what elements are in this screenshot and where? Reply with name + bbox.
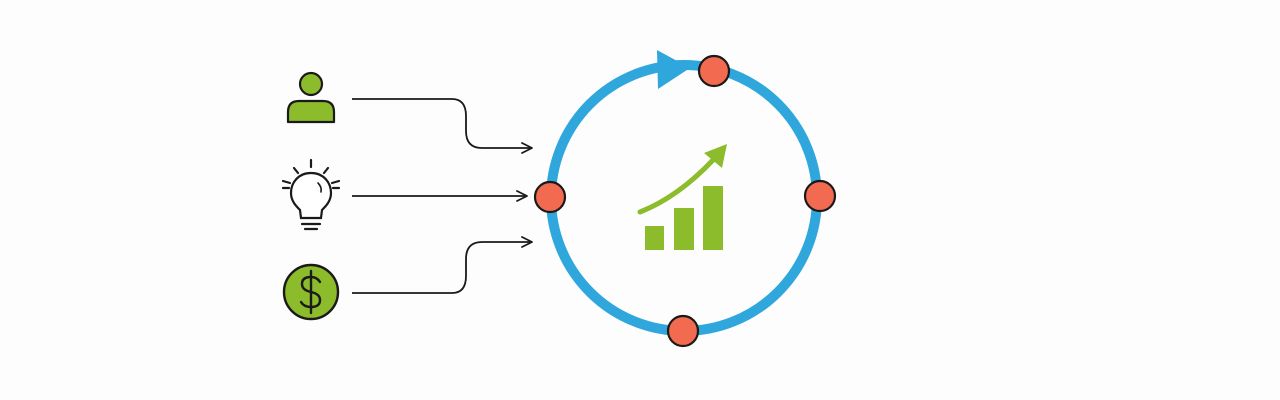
connector-arrow-money (352, 236, 533, 294)
lightbulb-icon (281, 158, 341, 231)
cycle-ring (546, 60, 822, 336)
cycle-node-top (697, 54, 731, 88)
connector-arrow-person (352, 98, 533, 154)
cycle-node-right (803, 179, 837, 213)
person-icon (286, 71, 336, 124)
cycle-node-bottom (666, 314, 700, 348)
growth-bar-1 (645, 226, 664, 250)
cycle-direction-arrowhead (657, 50, 690, 89)
growth-trend-arrow (637, 157, 716, 215)
growth-chart-icon (637, 144, 727, 250)
growth-bar-2 (674, 208, 694, 250)
growth-trend-arrowhead (704, 144, 727, 168)
dollar-coin-icon (282, 263, 340, 321)
cycle-node-left (533, 180, 567, 214)
growth-bar-3 (703, 186, 723, 250)
